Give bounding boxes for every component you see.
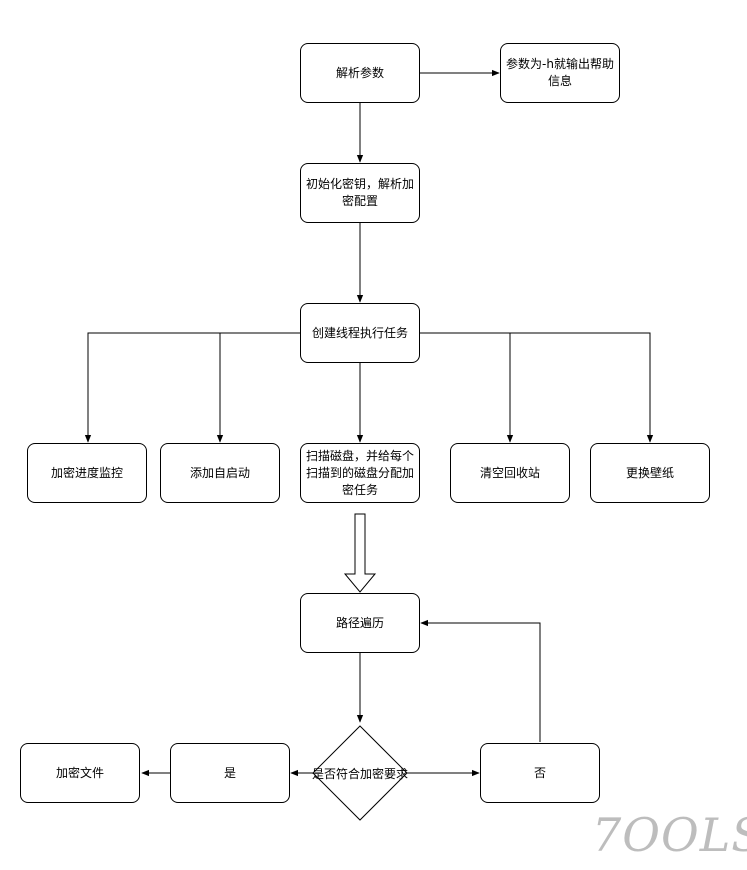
- edge-threads-to-progress: [84, 332, 300, 443]
- node-init-keys-label: 初始化密钥，解析加密配置: [305, 177, 414, 208]
- node-empty-recycle-bin-label: 清空回收站: [479, 465, 540, 480]
- node-create-threads: 创建线程执行任务: [300, 303, 420, 363]
- node-yes: 是: [170, 743, 290, 803]
- node-help-info-label: 参数为-h就输出帮助信息: [506, 57, 614, 88]
- node-progress-monitor: 加密进度监控: [27, 443, 147, 503]
- node-parse-args-label: 解析参数: [335, 65, 384, 80]
- node-path-traversal-label: 路径遍历: [335, 615, 384, 630]
- block-arrow: [343, 513, 377, 593]
- node-add-autostart-label: 添加自启动: [189, 465, 250, 480]
- node-create-threads-label: 创建线程执行任务: [311, 325, 408, 340]
- node-encrypt-file-label: 加密文件: [55, 765, 104, 780]
- node-change-wallpaper-label: 更换壁纸: [625, 465, 674, 480]
- node-help-info: 参数为-h就输出帮助信息: [500, 43, 620, 103]
- edge-no-to-traverse: [420, 619, 541, 742]
- node-encrypt-file: 加密文件: [20, 743, 140, 803]
- edge-threads-to-recycle: [420, 332, 654, 443]
- node-path-traversal: 路径遍历: [300, 593, 420, 653]
- node-change-wallpaper: 更换壁纸: [590, 443, 710, 503]
- node-init-keys: 初始化密钥，解析加密配置: [300, 163, 420, 223]
- decision-diamond: [312, 725, 408, 821]
- watermark-logo: 7OOLS: [592, 808, 747, 862]
- node-scan-disks: 扫描磁盘，并给每个扫描到的磁盘分配加密任务: [300, 443, 420, 503]
- node-empty-recycle-bin: 清空回收站: [450, 443, 570, 503]
- node-check-requirement-label: 是否符合加密要求: [311, 766, 408, 781]
- node-parse-args: 解析参数: [300, 43, 420, 103]
- node-no-label: 否: [533, 765, 546, 780]
- node-scan-disks-label: 扫描磁盘，并给每个扫描到的磁盘分配加密任务: [305, 448, 414, 497]
- node-yes-label: 是: [223, 765, 236, 780]
- node-add-autostart: 添加自启动: [160, 443, 280, 503]
- node-progress-monitor-label: 加密进度监控: [50, 465, 123, 480]
- node-no: 否: [480, 743, 600, 803]
